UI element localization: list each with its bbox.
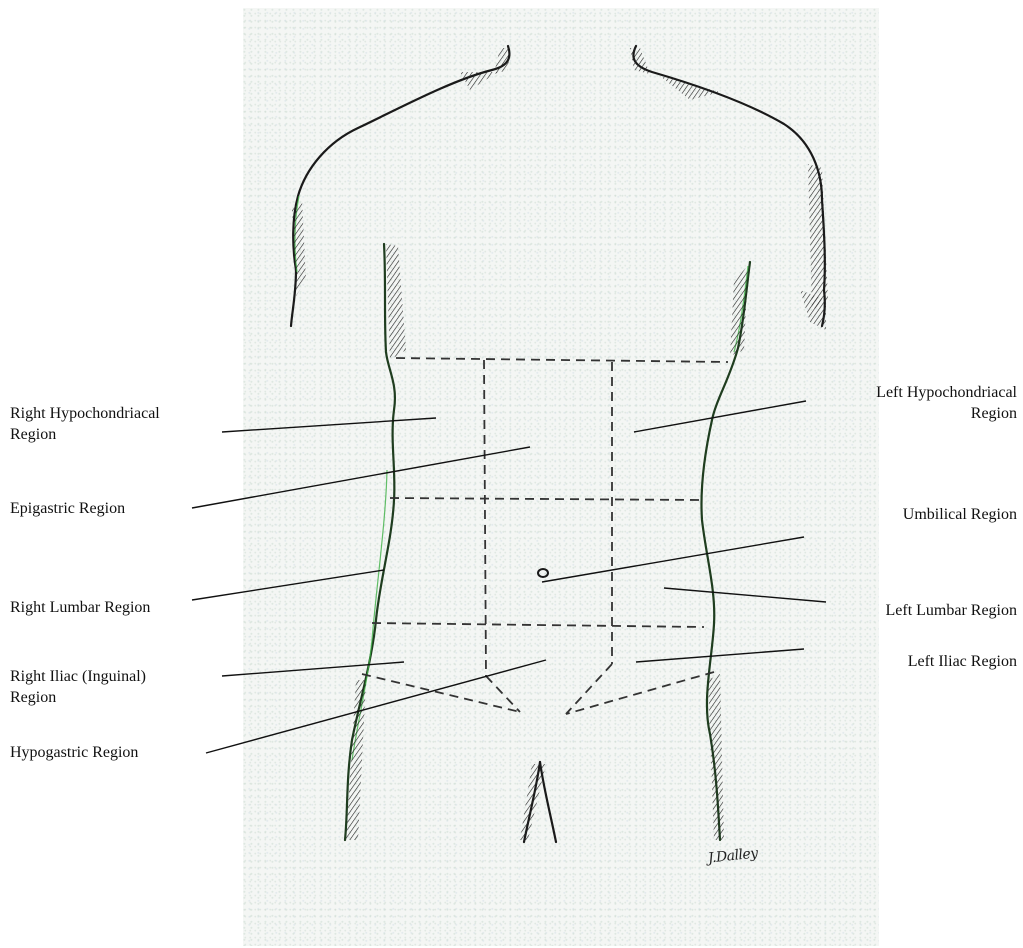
leader-left-lumbar [664,588,826,602]
label-right-hypochondriacal: Right Hypochondriacal Region [10,403,160,445]
grid-top-line [396,358,728,362]
label-left-hypochondriacal: Left Hypochondriacal Region [876,382,1017,424]
label-epigastric: Epigastric Region [10,498,125,519]
label-umbilical: Umbilical Region [903,504,1017,525]
label-left-iliac: Left Iliac Region [908,651,1017,672]
label-right-lumbar: Right Lumbar Region [10,597,150,618]
umbilicus [538,569,548,577]
leader-left-hypochondriacal [634,401,806,432]
grid-right-flank [566,672,714,714]
leader-umbilical [542,537,804,582]
leader-right-hypochondriacal [222,418,436,432]
leader-epigastric [192,447,530,508]
grid-left-flank [362,674,520,712]
grid-left-inguinal [486,676,520,712]
label-hypogastric: Hypogastric Region [10,742,138,763]
grid-left-vertical [484,360,486,676]
leader-right-lumbar [192,570,384,600]
neck-right [633,46,824,326]
label-left-lumbar: Left Lumbar Region [885,600,1017,621]
grid-right-inguinal [566,664,612,714]
shading-hatching [292,48,828,840]
grid-intertubercular-line [372,623,704,627]
leader-right-iliac [222,662,404,676]
label-right-iliac: Right Iliac (Inguinal) Region [10,666,146,708]
leader-left-iliac [636,649,804,662]
body-outline [291,46,825,842]
grid-subcostal-line [390,498,702,500]
